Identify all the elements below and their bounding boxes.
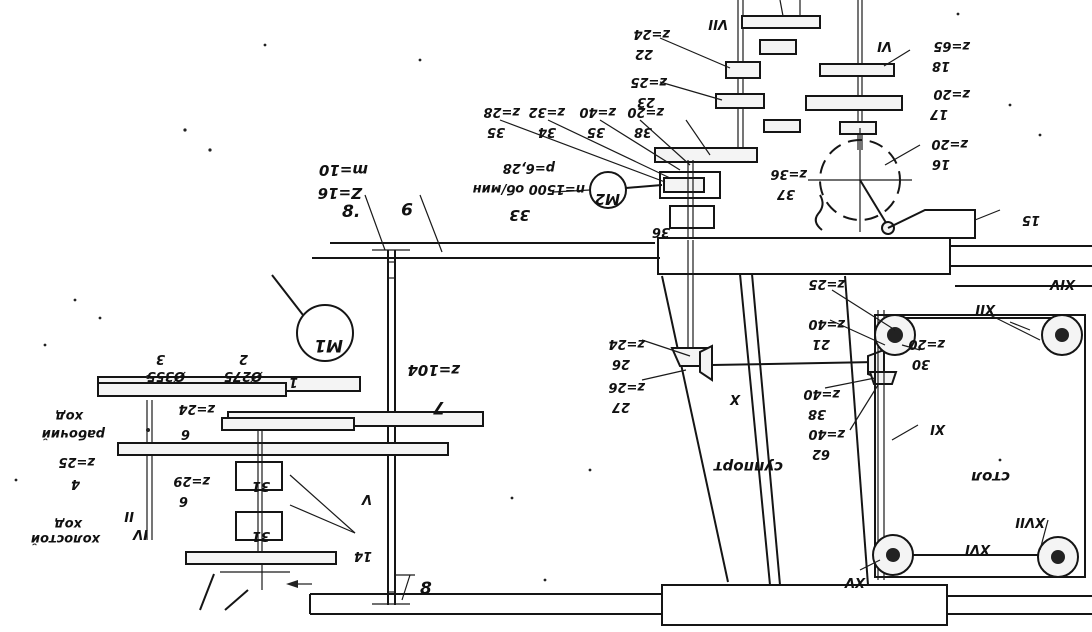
top-gear-cluster — [654, 0, 903, 163]
label-n8: 8. — [342, 202, 360, 222]
label-n35b: 35 — [587, 124, 605, 139]
label-z65: z=65 — [933, 38, 971, 53]
label-n27: 27 — [611, 399, 630, 414]
label-n30: 30 — [912, 356, 930, 371]
label-n2: 2 — [239, 351, 248, 366]
label-n17: 17 — [929, 106, 948, 121]
label-xv: XV — [844, 574, 866, 589]
label-n36: 36 — [652, 224, 670, 239]
label-z20c: z=20 — [931, 136, 969, 151]
label-z20b: z=20 — [933, 86, 971, 101]
table-gears — [872, 314, 1083, 578]
label-xod: ход — [55, 408, 84, 423]
label-m1: M1 — [314, 335, 343, 355]
label-n15: 15 — [1022, 212, 1040, 227]
label-n26: 26 — [612, 356, 630, 371]
label-ii: II — [124, 508, 134, 523]
label-n6b: 6 — [179, 493, 188, 508]
label-z28a: z=28 — [483, 104, 521, 119]
label-n16: 16 — [932, 156, 950, 171]
label-n9: 9 — [401, 198, 413, 218]
bevel-gears-x — [670, 344, 898, 385]
label-n37: 37 — [776, 186, 795, 201]
label-iv: IV — [132, 526, 148, 541]
label-z25b: z=25 — [58, 454, 96, 469]
label-n7: 7 — [433, 397, 445, 417]
label-n33: 33 — [509, 206, 530, 224]
label-z25c: z=25 — [808, 276, 846, 291]
label-z24c: z=24 — [608, 336, 646, 351]
label-ts31a: 31 — [252, 478, 270, 493]
label-d275: Ø275 — [224, 368, 263, 383]
label-z24: z=24 — [633, 26, 671, 41]
label-xolostoy: холостой — [31, 531, 101, 546]
label-xii: XII — [975, 301, 996, 316]
label-v: V — [361, 491, 372, 506]
labels: Z=16 m=10 8. 9 8 p=6,28 n=1500 об/мин 33… — [31, 16, 1076, 599]
label-z16: Z=16 — [318, 184, 363, 202]
label-xiv: XIV — [1049, 276, 1076, 291]
label-rpm: n=1500 об/мин — [473, 181, 585, 196]
label-z24b: z=24 — [178, 401, 216, 416]
label-z104: z=104 — [407, 361, 461, 379]
label-n18: 18 — [932, 58, 950, 73]
label-z20a: z=20 — [627, 104, 665, 119]
connecting-shaft-v — [372, 249, 410, 605]
label-z40c: z=40 — [808, 316, 846, 331]
label-z20d: z=20 — [908, 336, 946, 351]
label-p6: p=6,28 — [503, 160, 556, 175]
label-n22: 22 — [635, 46, 653, 61]
motor-m2 — [589, 160, 721, 238]
label-m2: M2 — [595, 190, 620, 208]
table-frame — [874, 310, 1086, 580]
label-z29: z=29 — [173, 473, 211, 488]
upper-ram — [312, 237, 1092, 287]
label-z40a: z=40 — [579, 104, 617, 119]
label-xvi: XVI — [965, 541, 991, 556]
label-xod2: ход — [54, 516, 83, 531]
motor-m1 — [271, 274, 354, 362]
leader-lines — [289, 37, 1049, 601]
label-vii: VII — [708, 16, 728, 31]
label-d355: Ø355 — [147, 368, 186, 383]
label-n38a: 38 — [634, 124, 652, 139]
label-vi: VI — [877, 38, 892, 53]
label-n3: 3 — [156, 351, 165, 366]
label-suppport: суппорт — [713, 458, 783, 476]
lower-bed — [309, 584, 1092, 626]
label-x: X — [729, 391, 741, 406]
label-n34: 34 — [538, 124, 556, 139]
label-m10: m=10 — [319, 161, 368, 179]
label-n14: 14 — [354, 548, 372, 563]
left-gearbox — [97, 375, 449, 611]
label-n8b: 8 — [420, 579, 432, 599]
label-z40b: z=40 — [803, 386, 841, 401]
label-n38b: 38 — [808, 406, 826, 421]
label-xi: XI — [930, 421, 946, 436]
label-rabochiy: рабочий — [42, 426, 106, 441]
label-ts31b: 31 — [252, 528, 270, 543]
label-n62: 62 — [812, 446, 830, 461]
label-z26: z=26 — [608, 379, 646, 394]
label-n1: 1 — [289, 374, 298, 389]
label-z32: z=32 — [528, 104, 566, 119]
label-n4: 4 — [71, 476, 81, 491]
label-n21: 21 — [812, 336, 830, 351]
label-z40d: z=40 — [808, 426, 846, 441]
scan-dots — [14, 12, 1042, 582]
label-n6a: 6 — [181, 426, 190, 441]
label-stol: стол — [971, 468, 1010, 486]
label-xvii: XVII — [1015, 514, 1046, 529]
label-z36: z=36 — [770, 166, 808, 181]
label-n35a: 35 — [487, 124, 505, 139]
label-z25a: z=25 — [630, 74, 668, 89]
label-n23: 23 — [637, 94, 655, 109]
slanted-support — [661, 240, 869, 586]
crank-disc — [808, 128, 976, 239]
